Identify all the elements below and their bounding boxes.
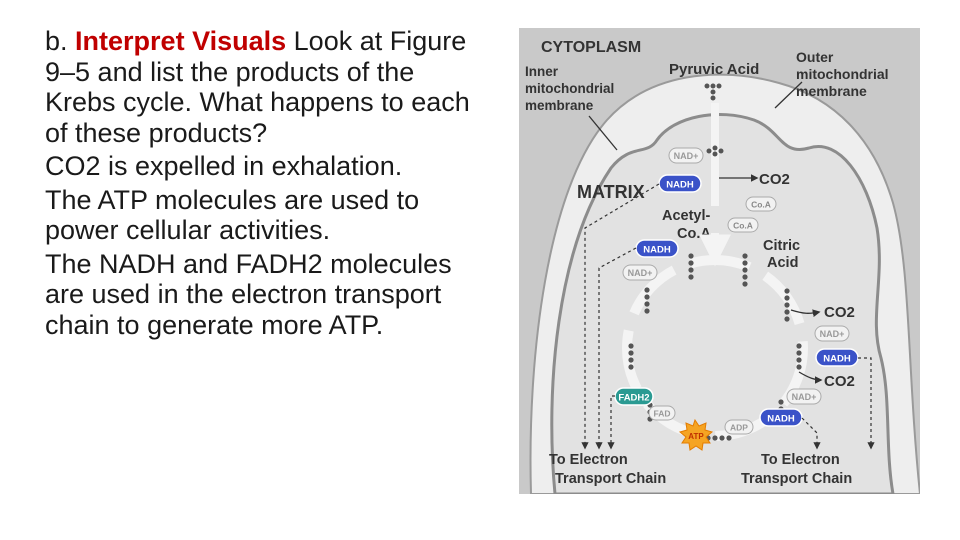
nadh-top: NADH	[658, 174, 702, 193]
etc-right-label-2: Transport Chain	[741, 471, 852, 487]
svg-text:NAD+: NAD+	[628, 268, 653, 278]
co2-top-label: CO2	[759, 171, 790, 188]
nad-plus-top: NAD+	[668, 147, 704, 164]
svg-text:NADH: NADH	[767, 414, 795, 425]
answer-co2: CO2 is expelled in exhalation.	[45, 151, 403, 181]
fad-pill: FAD	[648, 405, 676, 421]
co2-lower-arrow	[798, 371, 823, 384]
question-text: Look at Figure 9–5 and list the products…	[45, 26, 470, 148]
outer-membrane-pointer	[774, 81, 803, 109]
outer-membrane-label-2: mitochondrial	[796, 66, 889, 82]
svg-text:Co.A: Co.A	[751, 200, 771, 210]
adp-pill: ADP	[724, 419, 754, 435]
nadh-right: NADH	[815, 348, 859, 367]
co2-middle-arrow	[790, 309, 821, 318]
etc-right-label-1: To Electron	[761, 452, 840, 468]
svg-text:NAD+: NAD+	[820, 329, 845, 339]
co2-lower-label: CO2	[824, 373, 855, 390]
svg-text:Co.A: Co.A	[733, 221, 753, 231]
answer-atp: The ATP molecules are used to power cell…	[45, 184, 420, 246]
svg-text:FAD: FAD	[654, 409, 671, 419]
nad-plus-right: NAD+	[814, 325, 850, 342]
pyruvic-acid-molecule	[704, 83, 722, 101]
inner-membrane-label-2: mitochondrial	[525, 81, 614, 96]
pyruvic-acid-label: Pyruvic Acid	[669, 61, 759, 78]
svg-text:NAD+: NAD+	[674, 151, 699, 161]
nad-plus-bottom-right: NAD+	[786, 388, 822, 405]
carbon-chain	[706, 145, 724, 157]
outer-membrane-label-1: Outer	[796, 49, 834, 65]
etc-dashed-paths	[581, 183, 875, 450]
svg-text:NADH: NADH	[823, 354, 851, 365]
atp-burst: ATP	[678, 418, 714, 451]
inner-membrane-label-3: membrane	[525, 98, 594, 113]
inner-membrane-label-1: Inner	[525, 64, 559, 79]
nadh-left: NADH	[635, 239, 679, 258]
atp-label: ATP	[688, 432, 704, 441]
coa-pill-1: Co.A	[745, 196, 777, 212]
nadh-bottom-right: NADH	[759, 408, 803, 427]
nad-plus-left: NAD+	[622, 264, 658, 281]
heading-highlight: Interpret Visuals	[75, 26, 287, 56]
citric-acid-label-2: Acid	[767, 255, 798, 271]
acetyl-coa-label-1: Acetyl-	[662, 208, 711, 224]
heading-prefix: b.	[45, 26, 68, 56]
coa-pill-2: Co.A	[727, 217, 759, 233]
etc-left-label-2: Transport Chain	[555, 471, 666, 487]
co2-middle-label: CO2	[824, 304, 855, 321]
outer-membrane-label-3: membrane	[796, 83, 867, 99]
slide-text: b. Interpret Visuals Look at Figure 9–5 …	[45, 26, 485, 343]
question-paragraph: b. Interpret Visuals Look at Figure 9–5 …	[45, 26, 485, 148]
matrix-label: MATRIX	[577, 182, 645, 202]
svg-text:NAD+: NAD+	[792, 392, 817, 402]
svg-text:NADH: NADH	[643, 245, 671, 256]
cytoplasm-label: CYTOPLASM	[541, 39, 641, 56]
inner-membrane-pointer	[588, 115, 618, 151]
svg-text:ADP: ADP	[730, 423, 748, 433]
svg-text:FADH2: FADH2	[618, 393, 649, 404]
krebs-cycle-figure: CYTOPLASM Inner mitochondrial membrane P…	[519, 28, 920, 494]
etc-left-label-1: To Electron	[549, 452, 628, 468]
acetyl-coa-label-2: Co.A	[677, 226, 711, 242]
svg-text:NADH: NADH	[666, 180, 694, 191]
citric-acid-label-1: Citric	[763, 238, 800, 254]
answer-nadh-fadh2: The NADH and FADH2 molecules are used in…	[45, 248, 452, 340]
fadh2-pill: FADH2	[614, 387, 654, 406]
